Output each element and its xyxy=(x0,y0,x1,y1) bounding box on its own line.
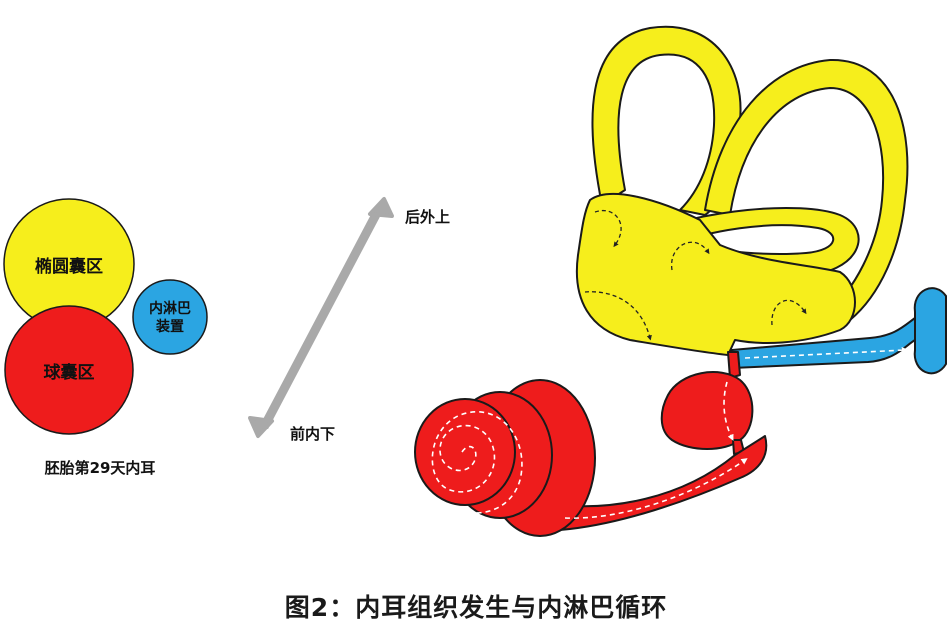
utricle-region-label: 椭圆囊区 xyxy=(35,256,103,277)
endolymph-label-line2: 装置 xyxy=(155,318,184,335)
saccule xyxy=(662,372,753,449)
endolymph-label-line1: 内淋巴 xyxy=(149,300,191,317)
orientation-arrow: 后外上 前内下 xyxy=(250,199,450,443)
anterior-medial-inferior-label: 前内下 xyxy=(290,425,335,443)
endolymphatic-sac xyxy=(915,288,946,373)
figure-title: 图2：内耳组织发生与内淋巴循环 xyxy=(0,588,952,624)
saccule-region-label: 球囊区 xyxy=(44,362,95,383)
endolymph-apparatus-circle xyxy=(133,280,207,354)
embryo-caption: 胚胎第29天内耳 xyxy=(45,459,156,477)
cochlea-inner-turn xyxy=(415,399,515,505)
embryo-inner-ear-diagram: 椭圆囊区 内淋巴 装置 球囊区 胚胎第29天内耳 xyxy=(4,199,207,477)
posterior-lateral-superior-label: 后外上 xyxy=(405,208,450,226)
